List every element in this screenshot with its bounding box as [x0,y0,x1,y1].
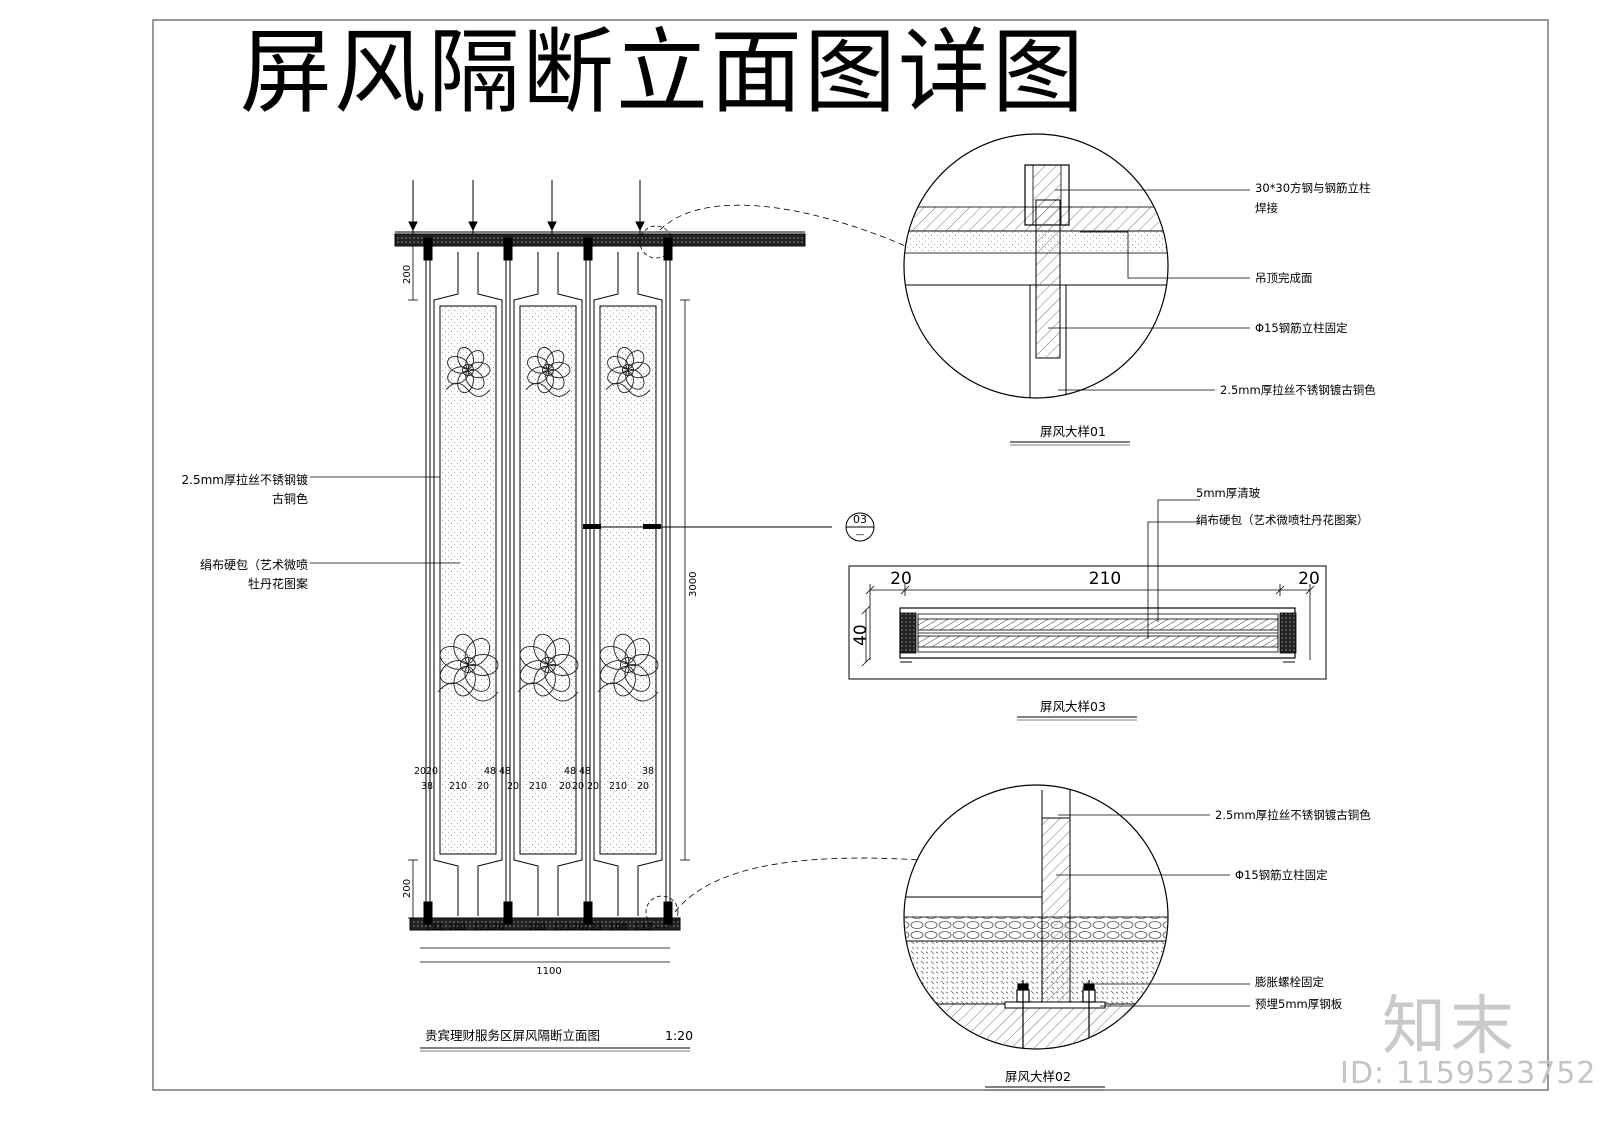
peony-motif [597,633,659,702]
d01-note-3: 吊顶完成面 [1255,271,1313,285]
d03-note-1: 5mm厚清玻 [1196,486,1261,500]
dimension-label: 20 [507,781,519,792]
watermark-id: ID: 1159523752 [1340,1056,1597,1091]
dim-bottom: 200 [402,879,413,898]
dimension-label: 20 [477,781,489,792]
dimension-label: 48 [564,766,576,777]
dimension-label: 20 [572,781,584,792]
dimension-label: 100 [448,922,466,933]
dimension-label: 20 [587,781,599,792]
dim-total: 1100 [536,966,561,977]
page-title: 屏风隔断立面图详图 [240,19,1087,126]
dim-height: 3000 [688,572,699,597]
detail-01: 30*30方钢与钢筋立柱 焊接 吊顶完成面 Φ15钢筋立柱固定 2.5mm厚拉丝… [903,133,1376,446]
peony-motif [517,633,579,702]
dimension-label: 20 [426,766,438,777]
watermark-brand: 知末 [1382,990,1518,1064]
callout-curve-01 [659,204,911,249]
d03-dim-right: 20 [1298,569,1320,589]
dimension-label: 210 [529,781,547,792]
steel-posts [423,237,673,925]
peony-motif [525,346,571,397]
d01-title: 屏风大样01 [1040,424,1106,439]
section-callout[interactable]: 03 — [845,512,875,542]
vertical-dimensions [408,245,690,919]
screen-panel [513,252,583,916]
dimension-label: 123 [553,922,571,933]
callout-curve-02 [674,857,921,913]
d03-dim-height: 40 [851,624,871,646]
d01-note-5: 2.5mm厚拉丝不锈钢镀古铜色 [1220,383,1376,397]
d01-note-1: 30*30方钢与钢筋立柱 [1255,181,1371,195]
dimension-label: 100 [528,922,546,933]
peony-motif [437,633,499,702]
dimension-label: 20 [414,766,426,777]
callout-number: 03 [853,513,867,526]
dimension-label: 100 [609,922,627,933]
main-elevation: 03 — 2.5mm厚拉丝不锈钢镀 古铜色 绢布硬包（艺术微喷 牡丹花图案 20… [182,180,921,1052]
d03-dim-mid: 210 [1089,569,1121,589]
floor-slab [409,917,681,931]
d02-note-3: 膨胀螺栓固定 [1255,975,1324,989]
detail-03: 20 210 20 40 5mm厚清玻 绢布硬包（艺术微喷牡丹花图案） 屏风大样… [848,486,1369,721]
d02-title: 屏风大样02 [1005,1069,1071,1084]
elevation-caption: 贵宾理财服务区屏风隔断立面图 [425,1028,600,1043]
d01-note-4: Φ15钢筋立柱固定 [1255,321,1348,335]
dimension-label: 48 [484,766,496,777]
peony-motif [445,346,491,397]
dimension-label: 123 [473,922,491,933]
dimension-label: 20 [637,781,649,792]
screen-panels [433,252,663,916]
d03-title: 屏风大样03 [1040,699,1106,714]
dimension-label: 20 [559,781,571,792]
ceiling-slab [394,233,806,247]
dimension-label: 133 [425,922,443,933]
d02-note-1: 2.5mm厚拉丝不锈钢镀古铜色 [1215,808,1371,822]
dimension-label: 133 [634,922,652,933]
d02-note-2: Φ15钢筋立柱固定 [1235,868,1328,882]
label-steel-1: 2.5mm厚拉丝不锈钢镀 [182,472,308,487]
d01-note-2: 焊接 [1255,201,1278,215]
svg-text:—: — [856,530,865,540]
dimension-label: 20 [492,922,504,933]
dimension-label: 38 [642,766,654,777]
sheet-border [152,19,1549,1091]
peony-motif [605,346,651,397]
dimension-label: 20 [572,922,584,933]
dim-top: 200 [402,265,413,284]
detail-02: 2.5mm厚拉丝不锈钢镀古铜色 Φ15钢筋立柱固定 膨胀螺栓固定 预埋5mm厚钢… [903,784,1371,1091]
dimension-label: 38 [421,781,433,792]
d02-note-4: 预埋5mm厚钢板 [1255,997,1343,1011]
d03-note-2: 绢布硬包（艺术微喷牡丹花图案） [1196,513,1369,527]
screen-panel [593,252,663,916]
label-steel-2: 古铜色 [272,491,308,506]
d03-dim-left: 20 [890,569,912,589]
dimension-label: 48 [579,766,591,777]
label-fabric-2: 牡丹花图案 [248,576,308,591]
dimension-label: 210 [449,781,467,792]
screen-panel [433,252,503,916]
label-fabric-1: 绢布硬包（艺术微喷 [200,557,308,572]
dimension-label: 210 [609,781,627,792]
elevation-scale: 1:20 [665,1028,693,1043]
dimension-label: 123 [584,922,602,933]
dimension-label: 48 [499,766,511,777]
ceiling-hangers [408,180,645,234]
